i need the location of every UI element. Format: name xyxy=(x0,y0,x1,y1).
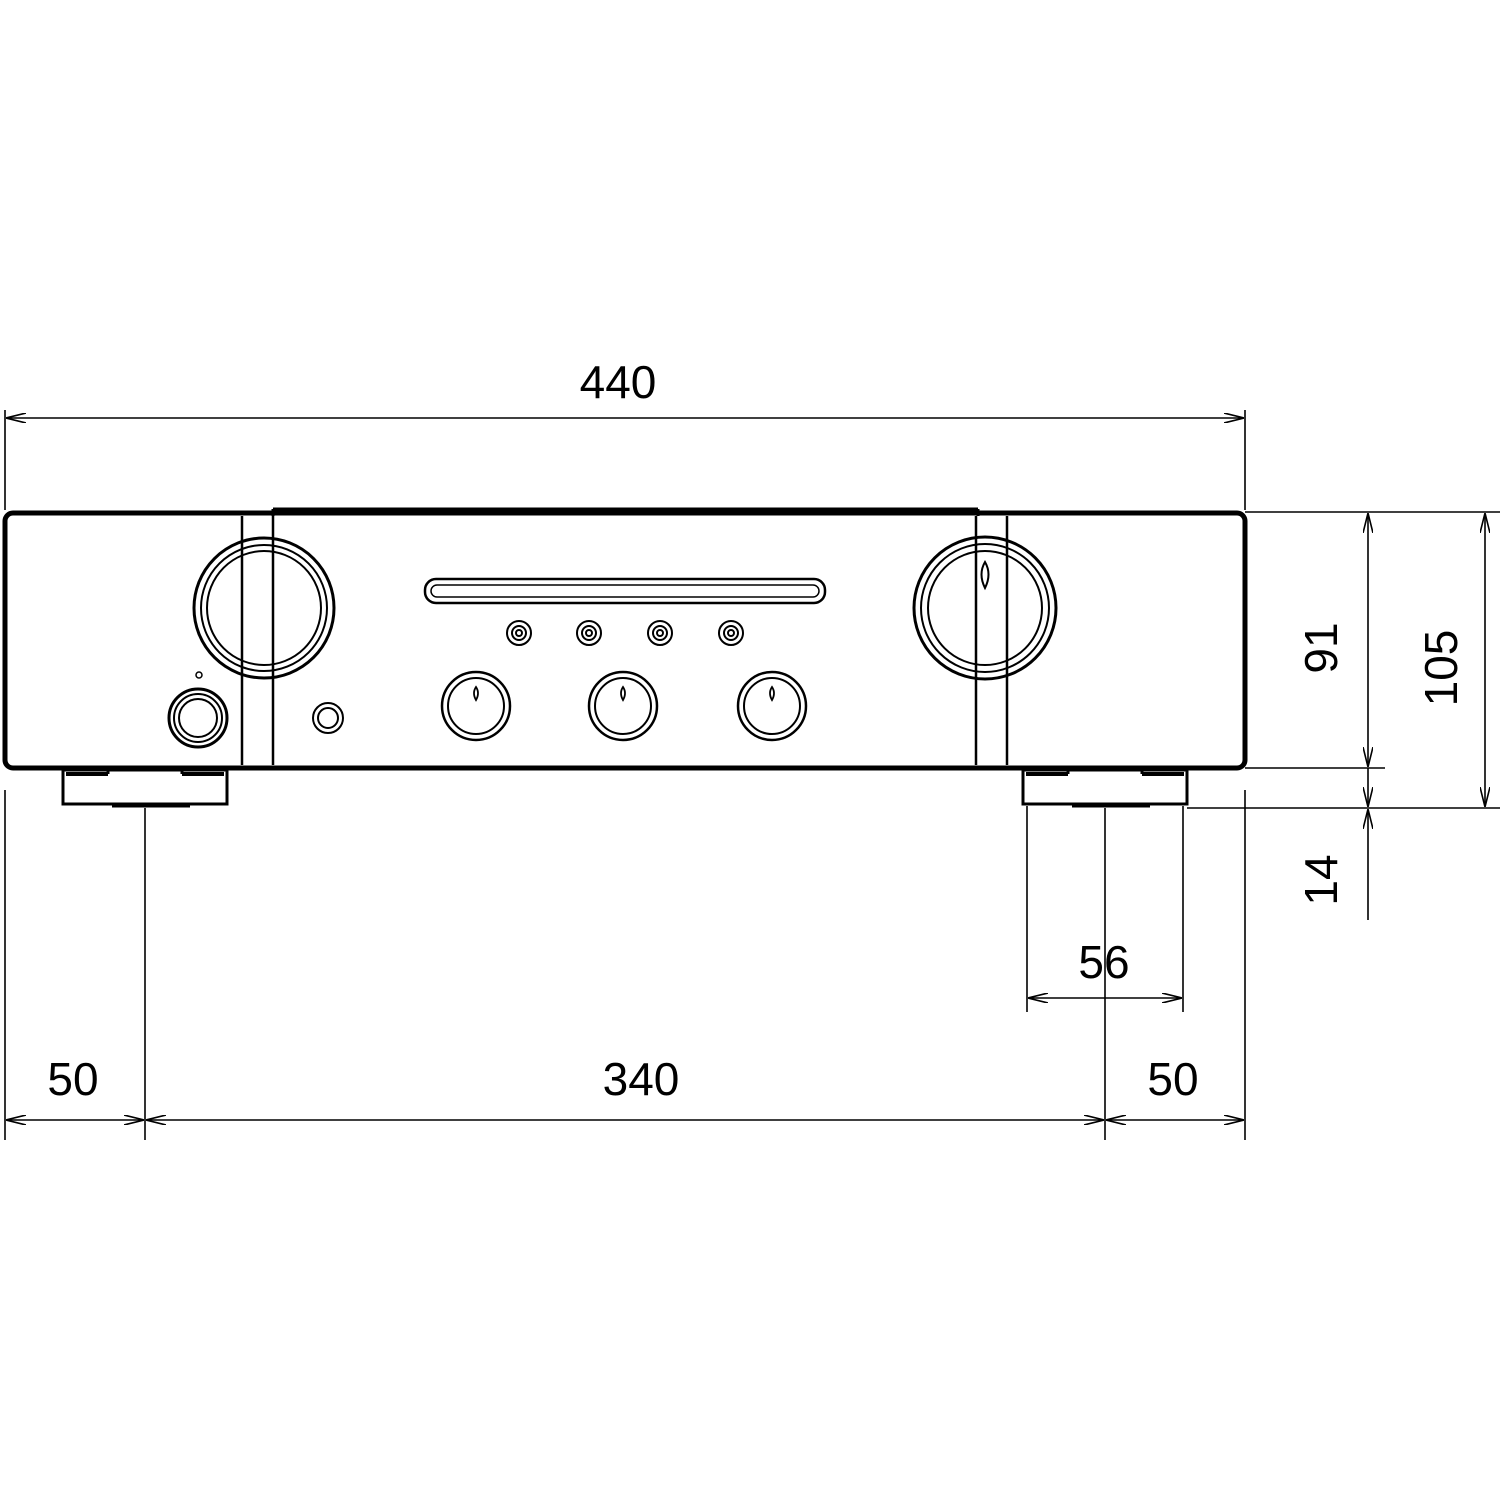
label-foot-width: 56 xyxy=(1078,936,1129,988)
label-foot-height: 14 xyxy=(1295,854,1347,905)
dimension-labels: 440 91 105 14 56 50 340 50 xyxy=(47,356,1467,1105)
volume-knob xyxy=(912,535,1058,681)
chassis-outline xyxy=(2,510,1248,771)
bass-knob xyxy=(440,670,512,742)
amplifier-body xyxy=(2,507,1248,771)
balance-knob xyxy=(736,670,808,742)
source-direct-button xyxy=(312,702,344,734)
volume-knob-pointer xyxy=(980,560,990,591)
label-overall-width: 440 xyxy=(580,356,657,408)
headphone-jack xyxy=(167,687,229,749)
treble-knob xyxy=(587,670,659,742)
label-body-height: 91 xyxy=(1295,622,1347,673)
label-foot-spacing: 340 xyxy=(603,1053,680,1105)
left-pillar xyxy=(240,516,275,765)
label-overall-height: 105 xyxy=(1415,630,1467,707)
power-indicator-led xyxy=(195,671,203,679)
indicator-button-4 xyxy=(718,620,744,646)
display-window xyxy=(423,577,827,605)
dimension-lines xyxy=(7,418,1485,1120)
indicator-button-2 xyxy=(576,620,602,646)
label-left-foot-offset: 50 xyxy=(47,1053,98,1105)
right-pillar xyxy=(974,516,1009,765)
label-right-foot-offset: 50 xyxy=(1147,1053,1198,1105)
indicator-button-3 xyxy=(647,620,673,646)
extension-lines xyxy=(4,410,1500,1140)
indicator-button-1 xyxy=(506,620,532,646)
input-selector-knob xyxy=(192,536,336,680)
foot-left xyxy=(61,768,229,808)
foot-right xyxy=(1021,768,1189,808)
